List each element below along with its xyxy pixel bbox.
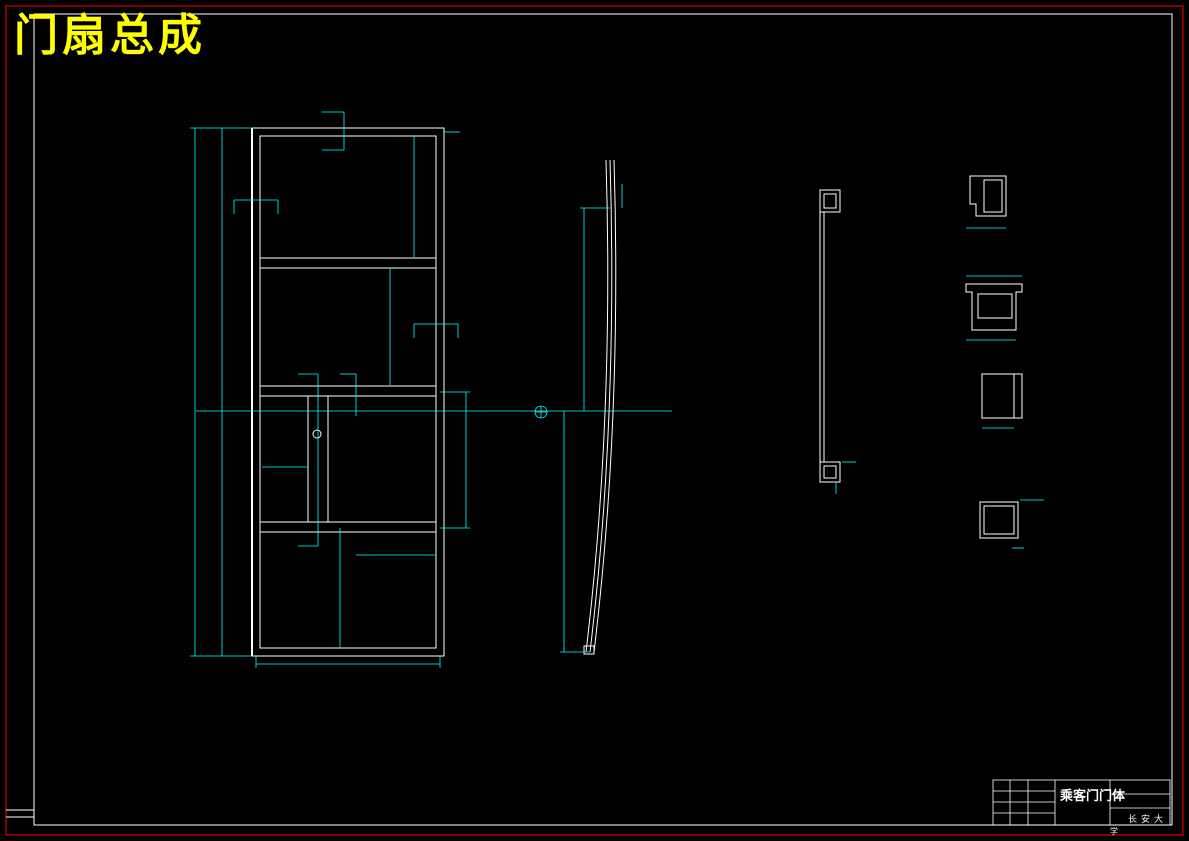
section-detail-4 — [979, 501, 1019, 539]
door-leaf-front-view — [251, 127, 445, 657]
title-block-school: 长安大 — [1128, 815, 1168, 825]
title-block-part-name: 乘客门门体 — [1060, 789, 1126, 804]
title-block — [992, 779, 1171, 826]
section-detail-3 — [981, 373, 1023, 419]
long-profile-dimensions — [835, 461, 856, 494]
title-block-mark: 学 — [1110, 827, 1118, 836]
front-view-dimensions — [190, 111, 672, 668]
side-profile-dimensions — [560, 184, 623, 653]
drawing-title: 门扇总成 — [14, 10, 206, 61]
sheet-border — [5, 5, 1184, 836]
long-profile-section — [819, 189, 841, 483]
section-detail-dimensions — [966, 227, 1044, 549]
section-detail-1 — [969, 175, 1007, 217]
section-detail-2 — [965, 283, 1023, 331]
door-side-profile — [583, 159, 617, 655]
